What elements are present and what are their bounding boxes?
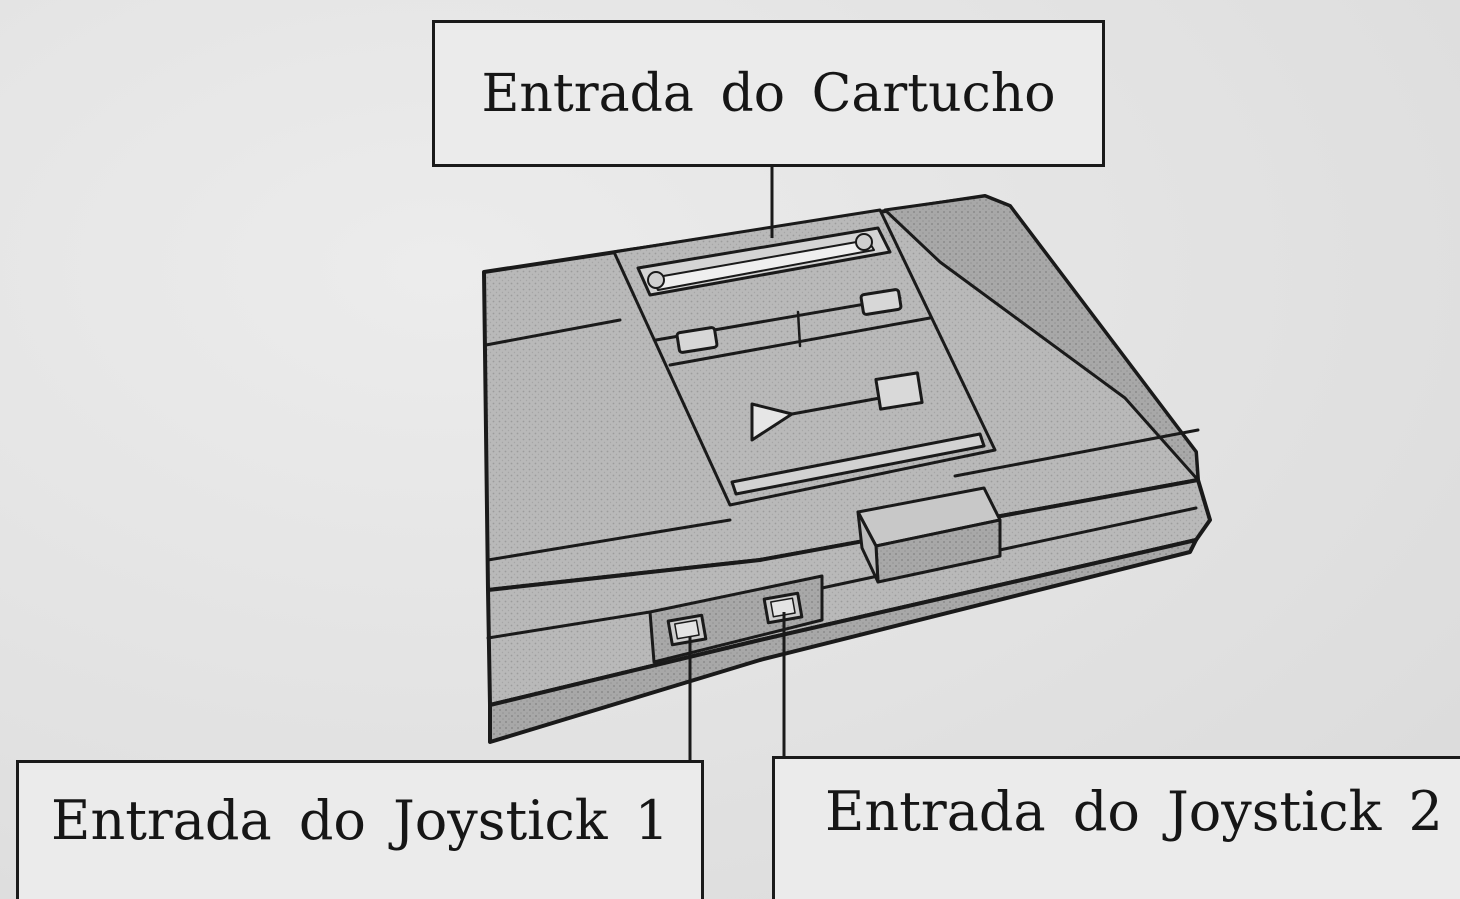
console-button-block [856,486,1002,584]
console-base [488,538,1198,744]
game-console-illustration [482,194,1212,744]
console-side-bevel [883,194,1200,482]
joystick-port-icon [762,591,804,625]
cartridge-slot-icon [636,226,892,297]
joystick-1-port-label: Entrada do Joystick 1 [16,760,704,899]
joystick-2-port-label: Entrada do Joystick 2 [772,756,1460,899]
insert-arrow-icon [750,371,924,442]
joystick-port-icon [666,613,708,647]
cartridge-slot-label: Entrada do Cartucho [432,20,1105,167]
